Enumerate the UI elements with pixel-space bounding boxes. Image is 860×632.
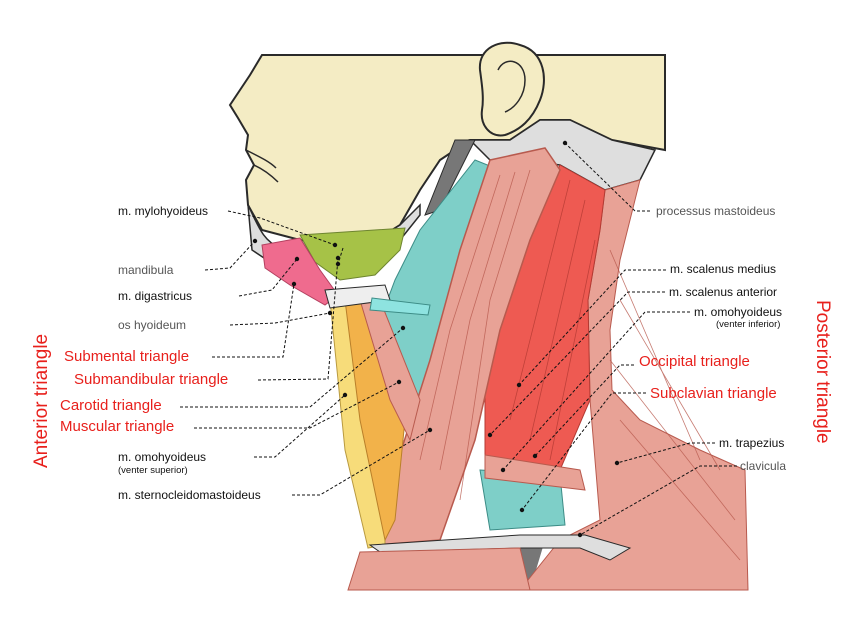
label-mandibula: mandibula: [118, 263, 174, 277]
label-processus-mastoideus: processus mastoideus: [656, 204, 776, 218]
label-subclavian-triangle: Subclavian triangle: [650, 385, 777, 402]
label-mylohyoideus: m. mylohyoideus: [118, 204, 209, 218]
label-os-hyoideum: os hyoideum: [118, 318, 187, 332]
label-submandibular-triangle: Submandibular triangle: [74, 371, 229, 388]
posterior-triangle-title: Posterior triangle: [812, 300, 833, 444]
label-trapezius: m. trapezius: [719, 436, 785, 450]
label-omohyoideus-superior: m. omohyoideus: [118, 450, 207, 464]
chest-muscles: [347, 547, 531, 591]
label-omohyoideus-inferior-note: (venter inferior): [716, 319, 781, 330]
label-omohyoideus-inferior: m. omohyoideus: [694, 305, 783, 319]
label-muscular-triangle: Muscular triangle: [60, 418, 175, 435]
label-occipital-triangle: Occipital triangle: [639, 353, 750, 370]
label-submental-triangle: Submental triangle: [64, 348, 190, 365]
label-digastricus: m. digastricus: [118, 289, 193, 303]
label-scalenus-anterior: m. scalenus anterior: [669, 285, 778, 299]
label-omohyoideus-superior-note: (venter superior): [118, 465, 188, 476]
label-sternocleidomastoideus: m. sternocleidomastoideus: [118, 488, 261, 502]
label-scalenus-medius: m. scalenus medius: [670, 262, 777, 276]
label-carotid-triangle: Carotid triangle: [60, 397, 162, 414]
ear: [478, 41, 545, 137]
label-clavicula: clavicula: [740, 459, 787, 473]
sternocleidomastoid-muscle: [374, 147, 561, 546]
anterior-triangle-title: Anterior triangle: [31, 333, 52, 468]
